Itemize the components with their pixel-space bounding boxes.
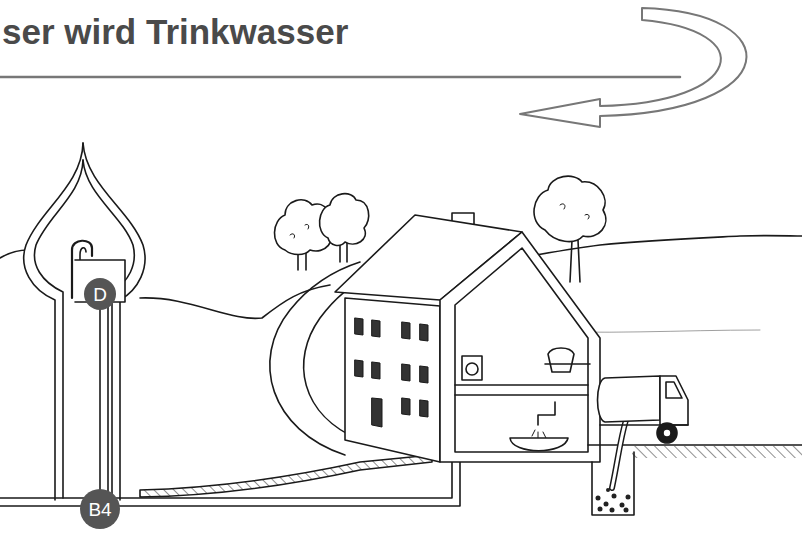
page-title: ser wird Trinkwasser xyxy=(2,12,348,52)
water-pipe xyxy=(0,462,460,506)
callout-label: B4 xyxy=(88,500,111,519)
callout-label: D xyxy=(93,285,107,304)
title-rule xyxy=(0,76,680,79)
ground-strip xyxy=(632,446,802,458)
suction-hose xyxy=(612,420,626,488)
water-pipe xyxy=(0,462,452,498)
callout-circle: D xyxy=(84,278,116,310)
tank-truck xyxy=(598,376,689,443)
tree xyxy=(320,194,369,262)
hill-line xyxy=(140,285,330,318)
water-tower xyxy=(24,143,145,500)
cycle-arrow xyxy=(520,8,746,127)
callout-circle: B4 xyxy=(80,489,120,529)
gravel xyxy=(596,488,631,513)
house xyxy=(335,213,600,462)
suction-hose xyxy=(612,420,626,488)
ground-strip xyxy=(140,455,432,497)
